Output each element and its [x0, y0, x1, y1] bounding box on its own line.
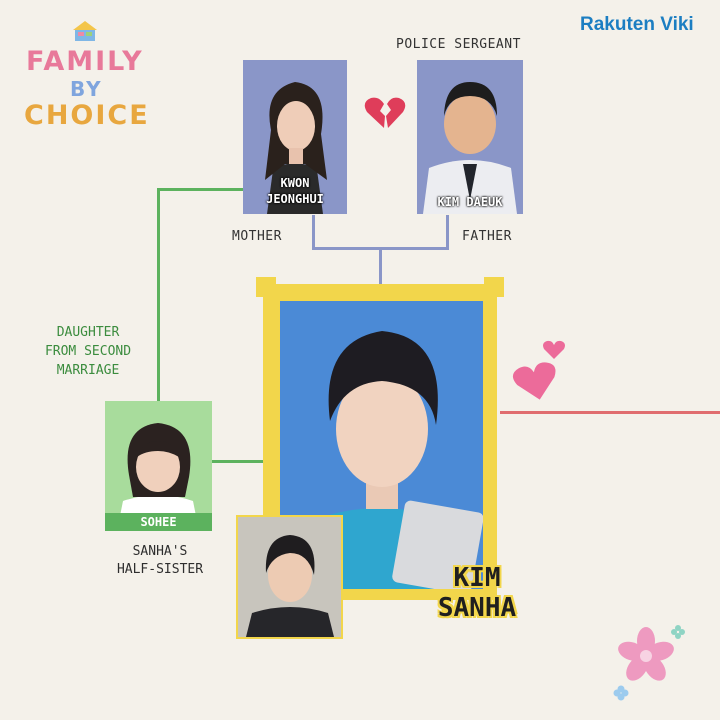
sister-role-line-1: SANHA'S	[132, 544, 188, 559]
logo: FAMILY BY CHOICE	[22, 20, 152, 135]
mother-role: MOTHER	[232, 229, 282, 244]
red-connector	[500, 411, 720, 414]
sister-role: SANHA'S HALF-SISTER	[95, 543, 225, 579]
sister-portrait-icon	[117, 423, 199, 531]
father-title: POLICE SERGEANT	[396, 37, 521, 52]
flower-small-icon-1	[670, 624, 686, 640]
sister-note-line-1: DAUGHTER	[56, 325, 120, 340]
flower-large-icon	[616, 626, 676, 686]
green-connector-top	[158, 188, 244, 191]
mother-name-line-2: JEONGHUI	[266, 192, 324, 206]
father-name-line-1: KIM DAEUK	[437, 195, 503, 209]
green-connector-sister	[212, 460, 264, 463]
broken-heart-icon	[363, 96, 407, 130]
main-name-line-2: SANHA	[437, 593, 517, 623]
blue-connector-down	[379, 247, 382, 284]
sister-photo: SOHEE	[105, 401, 212, 531]
sister-role-line-2: HALF-SISTER	[116, 562, 204, 577]
heart-small-icon	[542, 340, 566, 360]
logo-line-1: FAMILY	[26, 46, 144, 77]
young-portrait-icon	[246, 535, 334, 637]
father-photo: KIM DAEUK	[417, 60, 523, 214]
blue-connector-left	[312, 215, 315, 249]
father-portrait-icon	[423, 82, 517, 214]
sister-note-line-3: MARRIAGE	[56, 363, 120, 378]
heart-large-icon	[512, 362, 560, 402]
mother-name-line-1: KWON	[280, 176, 310, 190]
mother-photo: KWON JEONGHUI	[243, 60, 347, 214]
young-photo	[238, 517, 341, 637]
sister-note: DAUGHTER FROM SECOND MARRIAGE	[30, 323, 146, 380]
blue-connector-right	[446, 215, 449, 249]
main-name: KIM SANHA	[422, 563, 532, 623]
house-icon	[72, 20, 98, 42]
green-connector-vertical	[157, 188, 160, 402]
frame-tab-top-left	[256, 277, 276, 297]
brand-logo: Rakuten Viki	[580, 14, 694, 35]
sister-nameplate: SOHEE	[105, 513, 212, 531]
flower-small-icon-2	[612, 684, 630, 702]
father-role: FATHER	[462, 229, 512, 244]
mother-portrait-icon	[265, 82, 327, 214]
frame-tab-top-right	[484, 277, 504, 297]
father-nameplate: KIM DAEUK	[417, 194, 523, 210]
sister-note-line-2: FROM SECOND	[44, 344, 132, 359]
main-name-line-1: KIM	[453, 563, 501, 593]
mother-nameplate: KWON JEONGHUI	[243, 175, 347, 207]
logo-line-2: BY	[70, 77, 103, 101]
logo-line-3: CHOICE	[24, 100, 150, 131]
